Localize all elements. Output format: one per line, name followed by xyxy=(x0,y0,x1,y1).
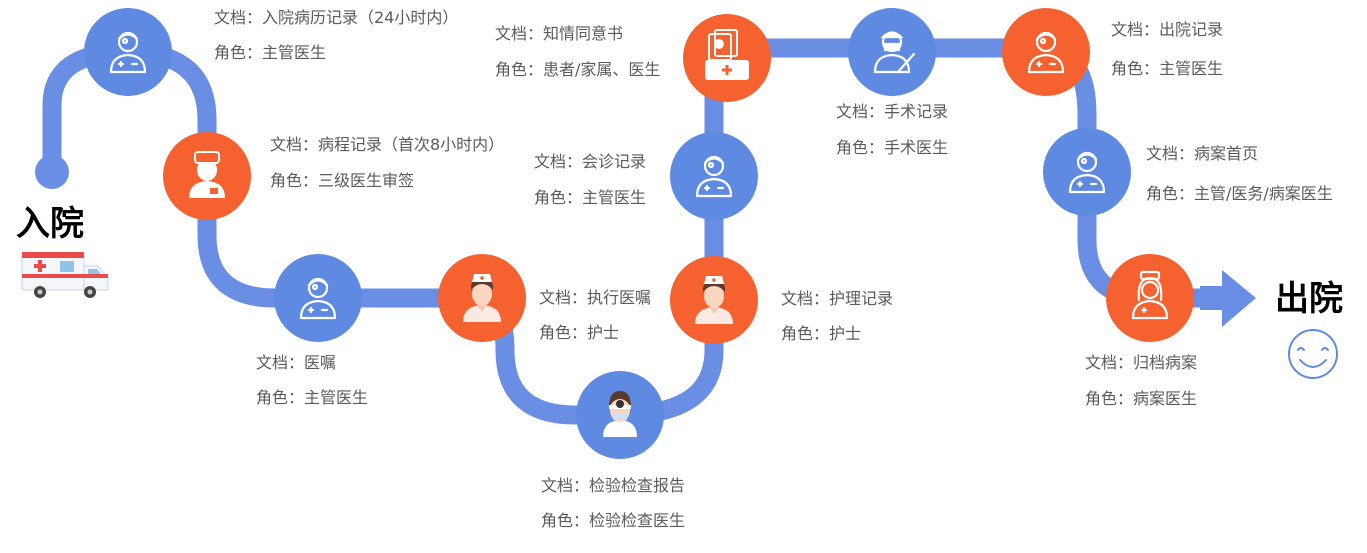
node-6-role: 角色：护士 xyxy=(781,324,862,343)
node-4-doc: 文档：执行医嘱 xyxy=(539,288,652,307)
node-7-doc: 文档：会诊记录 xyxy=(534,152,647,171)
end-arrow xyxy=(1200,270,1256,327)
end-label: 出院 xyxy=(1275,279,1343,319)
node-6-doc: 文档：护理记录 xyxy=(781,289,894,308)
node-5-doc: 文档：检验检查报告 xyxy=(541,476,686,495)
node-10-doc: 文档：出院记录 xyxy=(1111,20,1224,39)
node-1-doc: 文档：入院病历记录（24小时内） xyxy=(214,8,459,27)
ambulance-icon xyxy=(21,252,109,298)
node-12-doc: 文档：归档病案 xyxy=(1085,353,1198,372)
node-1-role: 角色：主管医生 xyxy=(214,43,327,62)
node-7-role: 角色：主管医生 xyxy=(534,188,647,207)
node-9-doc: 文档：手术记录 xyxy=(836,102,949,121)
node-12-role: 角色：病案医生 xyxy=(1085,389,1198,408)
node-2-role: 角色：三级医生审签 xyxy=(270,171,415,190)
node-9-role: 角色：手术医生 xyxy=(836,138,949,157)
node-11-role: 角色：主管/医务/病案医生 xyxy=(1146,184,1333,203)
smile-icon xyxy=(1288,329,1338,379)
start-label: 入院 xyxy=(16,204,84,244)
node-10-role: 角色：主管医生 xyxy=(1111,59,1224,78)
flow-path xyxy=(42,38,1230,425)
node-3-doc: 文档：医嘱 xyxy=(256,353,337,372)
node-4-role: 角色：护士 xyxy=(539,323,620,342)
node-11-doc: 文档：病案首页 xyxy=(1146,144,1259,163)
node-8-doc: 文档：知情同意书 xyxy=(495,24,624,43)
node-8-role: 角色：患者/家属、医生 xyxy=(495,60,661,79)
node-8 xyxy=(683,14,771,102)
node-3-role: 角色：主管医生 xyxy=(256,388,369,407)
node-5-role: 角色：检验检查医生 xyxy=(541,511,686,530)
node-2-doc: 文档：病程记录（首次8小时内） xyxy=(270,135,505,154)
start-dot xyxy=(35,155,69,189)
